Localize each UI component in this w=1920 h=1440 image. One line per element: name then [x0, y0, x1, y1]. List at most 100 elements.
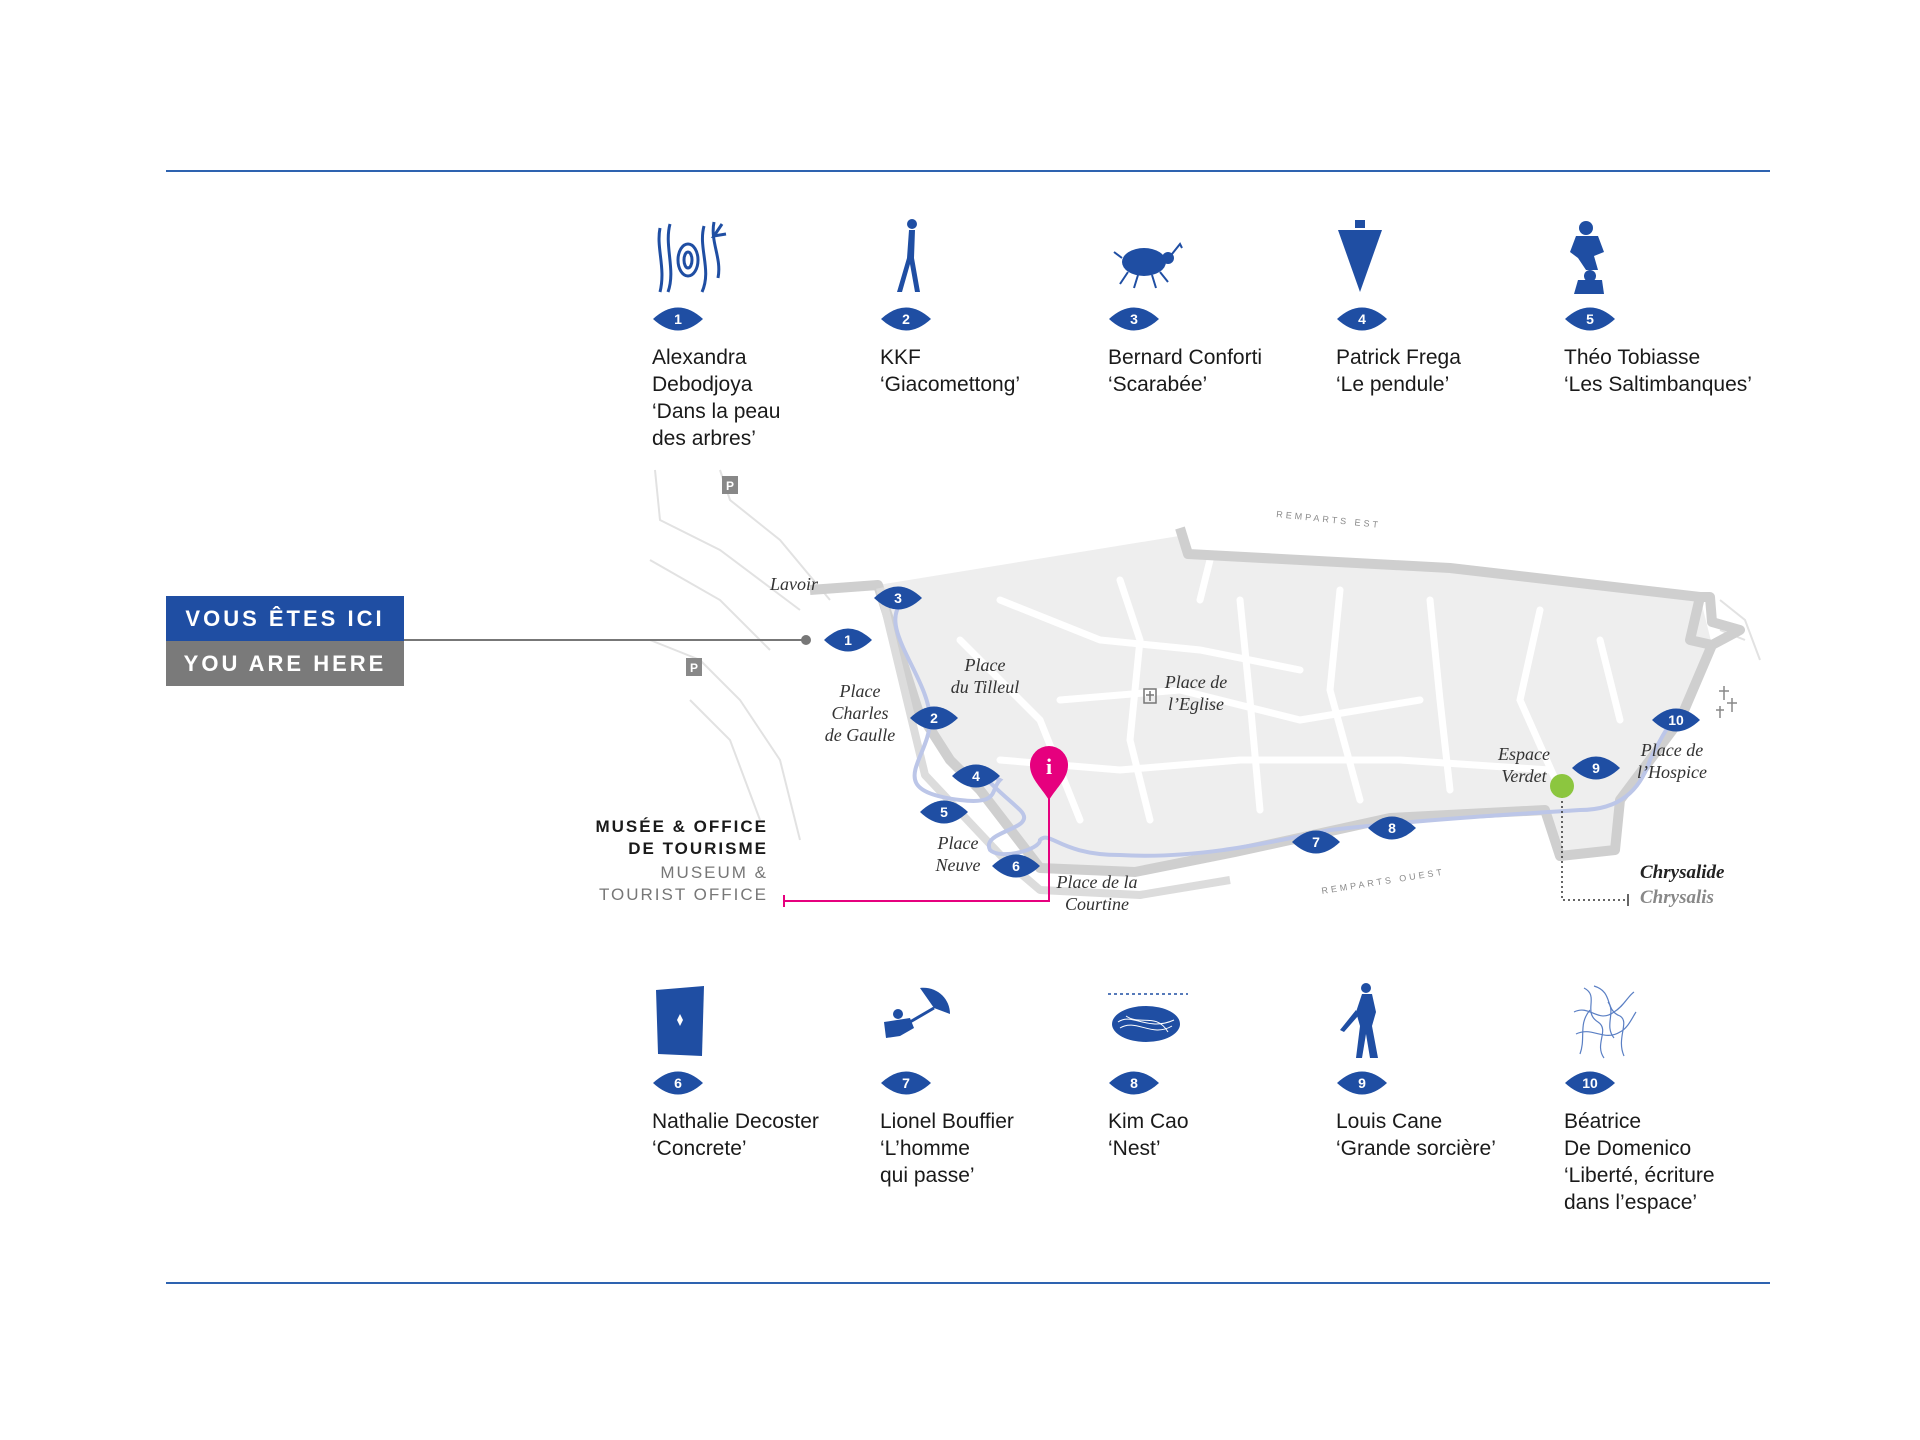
- svg-text:3: 3: [894, 590, 902, 606]
- wire-sculpture-icon: [1573, 985, 1637, 1059]
- map-marker-9[interactable]: 9: [1572, 756, 1620, 780]
- map-marker-2[interactable]: 2: [910, 706, 958, 730]
- map-marker-7[interactable]: 7: [1292, 830, 1340, 854]
- artwork-title: ‘Concrete’: [652, 1137, 747, 1160]
- svg-text:i: i: [1046, 754, 1052, 779]
- map-marker-10[interactable]: 10: [1652, 708, 1700, 732]
- artwork-title: ‘Les Saltimbanques’: [1564, 373, 1752, 396]
- artist-name: Alexandra Debodjoya: [652, 346, 753, 396]
- svg-text:4: 4: [972, 768, 980, 784]
- artwork-number-badge: 7: [881, 1071, 931, 1095]
- map-marker-6[interactable]: 6: [992, 854, 1040, 878]
- artwork-number-badge: 8: [1109, 1071, 1159, 1095]
- map-marker-5[interactable]: 5: [920, 800, 968, 824]
- concrete-block-icon: [656, 986, 704, 1056]
- artwork-number-badge: 10: [1565, 1071, 1615, 1095]
- artwork-card-3[interactable]: 3 Bernard Conforti ‘Scarabée’: [1108, 218, 1318, 398]
- artist-name: Bernard Conforti: [1108, 346, 1263, 369]
- artwork-card-9[interactable]: 9 Louis Cane ‘Grande sorcière’: [1336, 982, 1546, 1162]
- bottom-divider: [166, 1282, 1770, 1284]
- svg-text:7: 7: [902, 1075, 910, 1091]
- map-marker-1[interactable]: 1: [824, 628, 872, 652]
- you-are-here-label-fr: VOUS ÊTES ICI: [166, 596, 404, 641]
- artwork-number-badge: 5: [1565, 307, 1615, 331]
- svg-text:1: 1: [674, 311, 682, 327]
- place-label-charles-de-gaulle: de Gaulle: [825, 725, 895, 745]
- map-marker-3[interactable]: 3: [874, 586, 922, 610]
- artist-name: Béatrice De Domenico: [1564, 1110, 1692, 1160]
- artwork-card-1[interactable]: 1 Alexandra Debodjoya ‘Dans la peau des …: [652, 218, 862, 452]
- svg-text:5: 5: [1586, 311, 1594, 327]
- artwork-card-4[interactable]: 4 Patrick Frega ‘Le pendule’: [1336, 218, 1546, 398]
- tree-bark-icon: [657, 221, 727, 293]
- svg-text:3: 3: [1130, 311, 1138, 327]
- town-streets: [956, 556, 1624, 824]
- artwork-number-badge: 1: [653, 307, 703, 331]
- beetle-icon: [1113, 242, 1183, 289]
- place-label-hospice: l’Hospice: [1637, 762, 1707, 782]
- artwork-number-badge: 6: [653, 1071, 703, 1095]
- svg-text:2: 2: [902, 311, 910, 327]
- artwork-card-2[interactable]: 2 KKF ‘Giacomettong’: [880, 218, 1090, 398]
- parking-icon: P: [722, 476, 738, 494]
- artwork-card-10[interactable]: 10 Béatrice De Domenico ‘Liberté, écritu…: [1564, 982, 1774, 1216]
- place-label-lavoir: Lavoir: [769, 574, 819, 594]
- chrysalide-marker[interactable]: [1550, 774, 1574, 798]
- street-label-remparts-ouest: REMPARTS OUEST: [1321, 867, 1446, 896]
- place-label-charles-de-gaulle: Place: [839, 681, 881, 701]
- nest-icon: [1108, 993, 1188, 1042]
- artist-name: Louis Cane: [1336, 1110, 1443, 1133]
- cemetery-icon: [1716, 686, 1737, 718]
- place-label-courtine: Courtine: [1065, 894, 1129, 914]
- top-divider: [166, 170, 1770, 172]
- map-marker-4[interactable]: 4: [952, 764, 1000, 788]
- svg-text:4: 4: [1358, 311, 1366, 327]
- svg-text:8: 8: [1388, 820, 1396, 836]
- pendulum-icon: [1338, 220, 1382, 292]
- place-label-eglise: l’Eglise: [1168, 694, 1224, 714]
- artwork-card-6[interactable]: 6 Nathalie Decoster ‘Concrete’: [652, 982, 862, 1162]
- sculpture-route: [893, 603, 1682, 858]
- artist-name: Nathalie Decoster: [652, 1110, 819, 1133]
- svg-text:2: 2: [930, 710, 938, 726]
- artwork-card-5[interactable]: 5 Théo Tobiasse ‘Les Saltimbanques’: [1564, 218, 1774, 398]
- svg-text:7: 7: [1312, 834, 1320, 850]
- svg-text:6: 6: [1012, 858, 1020, 874]
- artist-name: KKF: [880, 346, 921, 369]
- umbrella-man-icon: [884, 987, 950, 1038]
- artwork-number-badge: 4: [1337, 307, 1387, 331]
- svg-text:8: 8: [1130, 1075, 1138, 1091]
- svg-text:1: 1: [844, 632, 852, 648]
- museum-label-en: MUSEUM & TOURIST OFFICE: [598, 863, 768, 904]
- artwork-title: ‘Dans la peau des arbres’: [652, 400, 781, 450]
- artist-name: Patrick Frega: [1336, 346, 1461, 369]
- artwork-title: ‘Le pendule’: [1336, 373, 1450, 396]
- church-icon: [1143, 688, 1157, 704]
- svg-text:9: 9: [1358, 1075, 1366, 1091]
- witch-figure-icon: [1340, 983, 1378, 1058]
- place-label-courtine: Place de la: [1056, 872, 1138, 892]
- artwork-title: ‘L’homme qui passe’: [880, 1137, 975, 1187]
- svg-text:10: 10: [1582, 1075, 1598, 1091]
- artwork-title: ‘Nest’: [1108, 1137, 1161, 1160]
- place-label-espace-verdet: Verdet: [1501, 766, 1547, 786]
- artwork-card-7[interactable]: 7 Lionel Bouffier ‘L’homme qui passe’: [880, 982, 1090, 1189]
- acrobats-icon: [1570, 221, 1604, 294]
- parking-icon: P: [686, 658, 702, 676]
- place-label-hospice: Place de: [1640, 740, 1703, 760]
- artwork-number-badge: 3: [1109, 307, 1159, 331]
- map-marker-8[interactable]: 8: [1368, 816, 1416, 840]
- artwork-card-8[interactable]: 8 Kim Cao ‘Nest’: [1108, 982, 1318, 1162]
- svg-text:10: 10: [1668, 712, 1684, 728]
- museum-label-fr: MUSÉE & OFFICE DE TOURISME: [595, 817, 768, 858]
- artwork-title: ‘Grande sorcière’: [1336, 1137, 1496, 1160]
- place-label-charles-de-gaulle: Charles: [831, 703, 888, 723]
- svg-text:P: P: [690, 661, 698, 675]
- artist-name: Théo Tobiasse: [1564, 346, 1701, 369]
- info-pin-icon[interactable]: i: [1030, 746, 1068, 800]
- artist-name: Kim Cao: [1108, 1110, 1189, 1133]
- you-are-here-dot: [801, 635, 811, 645]
- museum-leader: [784, 780, 1050, 902]
